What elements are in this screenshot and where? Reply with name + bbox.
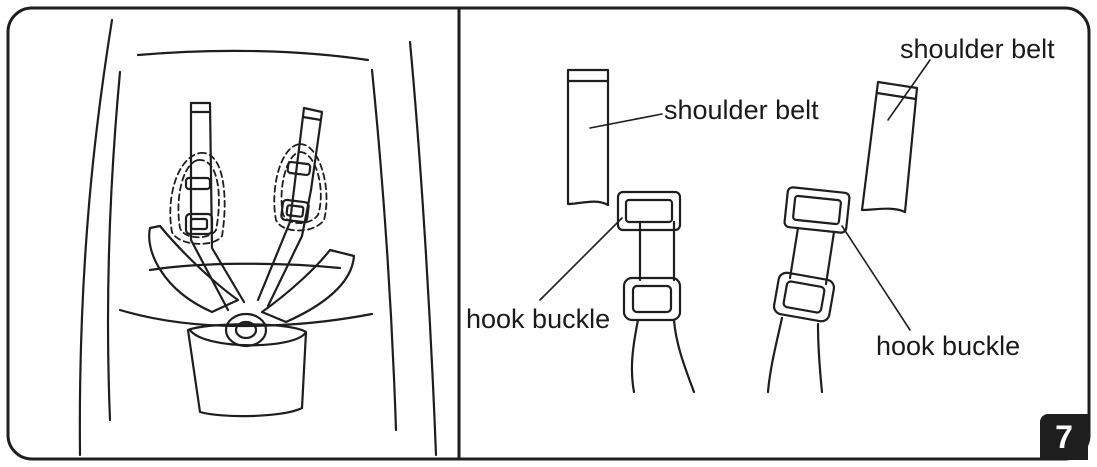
step-number-badge: 7: [1040, 414, 1088, 460]
leader-line: [887, 59, 931, 121]
leader-line: [539, 217, 623, 301]
leader-line: [841, 225, 911, 331]
car-seat-drawing: [78, 18, 438, 457]
label-shoulder-belt-right: shoulder belt: [900, 34, 1055, 64]
left-highlight-oval: [169, 152, 226, 245]
left-highlight-oval-inner: [177, 159, 220, 239]
label-shoulder-belt-center: shoulder belt: [664, 95, 819, 125]
right-strap-assembly: [766, 80, 919, 394]
right-highlight-oval-inner: [280, 151, 322, 225]
label-hook-buckle-left: hook buckle: [466, 304, 611, 334]
left-strap-assembly: [566, 68, 696, 394]
right-highlight-oval: [273, 143, 328, 232]
label-hook-buckle-right: hook buckle: [876, 331, 1021, 361]
leader-line: [589, 113, 663, 129]
panel-frame: [6, 6, 1091, 461]
